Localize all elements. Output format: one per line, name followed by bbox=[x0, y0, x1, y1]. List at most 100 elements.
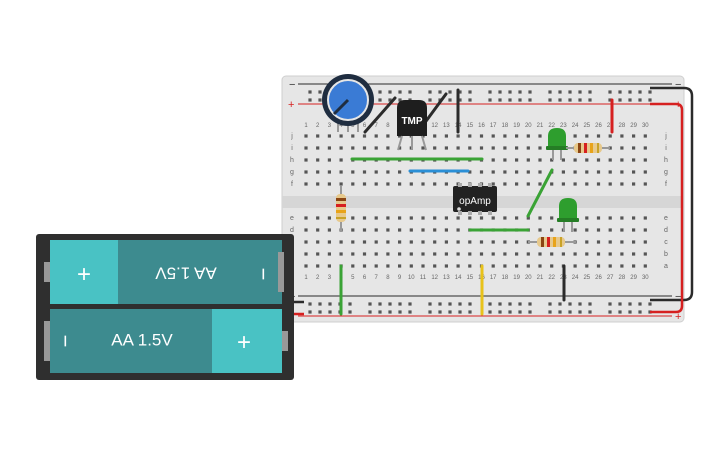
hole-j3[interactable] bbox=[327, 134, 331, 138]
hole-e6[interactable] bbox=[362, 216, 367, 220]
hole-f25[interactable] bbox=[585, 182, 589, 186]
rail-hole[interactable] bbox=[408, 302, 412, 306]
hole-e13[interactable] bbox=[444, 216, 448, 220]
hole-a9[interactable] bbox=[398, 264, 402, 268]
hole-b9[interactable] bbox=[398, 252, 402, 256]
rail-hole[interactable] bbox=[568, 302, 572, 306]
rail-hole[interactable] bbox=[558, 90, 562, 94]
hole-d2[interactable] bbox=[316, 228, 320, 232]
rail-hole[interactable] bbox=[638, 98, 642, 102]
hole-a5[interactable] bbox=[351, 264, 355, 268]
rail-hole[interactable] bbox=[378, 90, 382, 94]
rail-hole[interactable] bbox=[308, 90, 312, 94]
hole-h25[interactable] bbox=[585, 158, 589, 162]
hole-e9[interactable] bbox=[398, 216, 402, 220]
rail-hole[interactable] bbox=[638, 90, 642, 94]
hole-b23[interactable] bbox=[561, 252, 565, 256]
hole-b11[interactable] bbox=[421, 252, 425, 256]
rail-hole[interactable] bbox=[628, 98, 632, 102]
resistor-bottom[interactable] bbox=[528, 237, 576, 247]
hole-d13[interactable] bbox=[444, 228, 448, 232]
hole-g26[interactable] bbox=[596, 170, 601, 174]
rail-hole[interactable] bbox=[518, 90, 522, 94]
hole-b20[interactable] bbox=[526, 252, 530, 256]
hole-e22[interactable] bbox=[550, 216, 554, 220]
hole-b18[interactable] bbox=[503, 252, 507, 256]
hole-b17[interactable] bbox=[491, 252, 495, 256]
hole-e7[interactable] bbox=[374, 216, 378, 220]
potentiometer[interactable] bbox=[322, 74, 374, 132]
hole-c6[interactable] bbox=[362, 240, 367, 244]
rail-hole[interactable] bbox=[398, 310, 402, 314]
hole-b12[interactable] bbox=[433, 252, 437, 256]
hole-e16[interactable] bbox=[479, 216, 484, 220]
hole-e18[interactable] bbox=[503, 216, 507, 220]
hole-c12[interactable] bbox=[433, 240, 437, 244]
hole-f2[interactable] bbox=[316, 182, 320, 186]
hole-f27[interactable] bbox=[608, 182, 612, 186]
rail-hole[interactable] bbox=[498, 310, 502, 314]
hole-b19[interactable] bbox=[515, 252, 519, 256]
rail-hole[interactable] bbox=[328, 310, 332, 314]
hole-c18[interactable] bbox=[503, 240, 507, 244]
hole-j27[interactable] bbox=[608, 134, 612, 138]
rail-hole[interactable] bbox=[618, 310, 622, 314]
rail-hole[interactable] bbox=[548, 302, 552, 306]
led-bottom[interactable] bbox=[557, 198, 579, 232]
rail-hole[interactable] bbox=[438, 302, 442, 306]
hole-d27[interactable] bbox=[608, 228, 612, 232]
hole-d21[interactable] bbox=[538, 228, 542, 232]
green-wire-diagonal[interactable] bbox=[526, 168, 554, 218]
rail-hole[interactable] bbox=[618, 98, 622, 102]
hole-f29[interactable] bbox=[632, 182, 636, 186]
hole-i18[interactable] bbox=[503, 146, 507, 150]
hole-d11[interactable] bbox=[421, 228, 425, 232]
rail-hole[interactable] bbox=[588, 310, 592, 314]
hole-e25[interactable] bbox=[585, 216, 589, 220]
hole-j14[interactable] bbox=[456, 134, 460, 138]
hole-j29[interactable] bbox=[632, 134, 636, 138]
hole-j24[interactable] bbox=[573, 134, 577, 138]
hole-d26[interactable] bbox=[596, 228, 601, 232]
rail-hole[interactable] bbox=[468, 90, 472, 94]
hole-h26[interactable] bbox=[596, 158, 601, 162]
hole-d5[interactable] bbox=[351, 228, 355, 232]
hole-b24[interactable] bbox=[573, 252, 577, 256]
resistor-top[interactable] bbox=[566, 143, 610, 153]
hole-d7[interactable] bbox=[374, 228, 378, 232]
hole-e2[interactable] bbox=[316, 216, 320, 220]
hole-d1[interactable] bbox=[304, 228, 308, 232]
hole-b30[interactable] bbox=[643, 252, 647, 256]
rail-hole[interactable] bbox=[608, 302, 612, 306]
rail-hole[interactable] bbox=[588, 90, 592, 94]
rail-hole[interactable] bbox=[468, 310, 472, 314]
hole-a2[interactable] bbox=[316, 264, 320, 268]
hole-f19[interactable] bbox=[515, 182, 519, 186]
rail-hole[interactable] bbox=[578, 302, 582, 306]
hole-j30[interactable] bbox=[643, 134, 647, 138]
hole-j2[interactable] bbox=[316, 134, 320, 138]
hole-d25[interactable] bbox=[585, 228, 589, 232]
rail-hole[interactable] bbox=[628, 302, 632, 306]
hole-c10[interactable] bbox=[409, 240, 413, 244]
rail-hole[interactable] bbox=[628, 310, 632, 314]
hole-b27[interactable] bbox=[608, 252, 612, 256]
rail-hole[interactable] bbox=[488, 302, 492, 306]
hole-e12[interactable] bbox=[433, 216, 437, 220]
hole-b21[interactable] bbox=[538, 252, 542, 256]
hole-g27[interactable] bbox=[608, 170, 612, 174]
rail-hole[interactable] bbox=[388, 90, 392, 94]
hole-a14[interactable] bbox=[456, 264, 460, 268]
hole-e17[interactable] bbox=[491, 216, 495, 220]
hole-c29[interactable] bbox=[632, 240, 636, 244]
hole-f8[interactable] bbox=[386, 182, 390, 186]
hole-h23[interactable] bbox=[561, 158, 565, 162]
hole-c19[interactable] bbox=[515, 240, 519, 244]
hole-i21[interactable] bbox=[538, 146, 542, 150]
hole-c26[interactable] bbox=[596, 240, 601, 244]
hole-b16[interactable] bbox=[479, 252, 484, 256]
rail-hole[interactable] bbox=[378, 98, 382, 102]
hole-a6[interactable] bbox=[362, 264, 367, 268]
hole-f12[interactable] bbox=[433, 182, 437, 186]
hole-i16[interactable] bbox=[479, 146, 484, 150]
